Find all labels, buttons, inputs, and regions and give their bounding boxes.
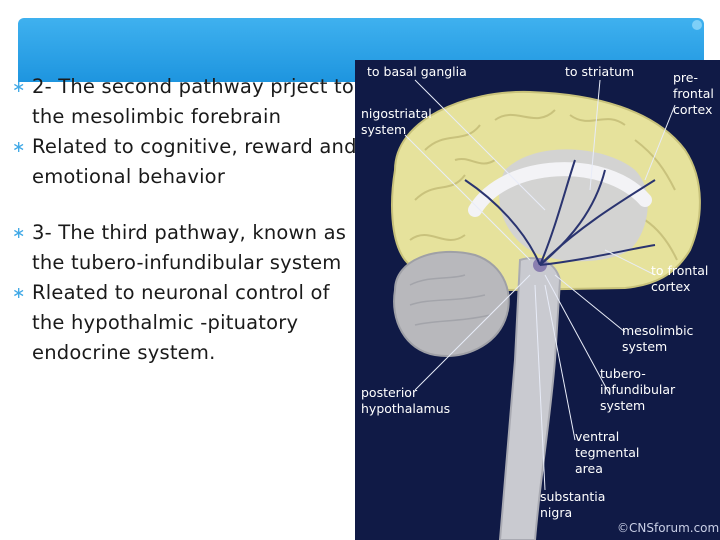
- asterisk-bullet-icon: ∗: [12, 137, 26, 156]
- label-mesolimbic-1: mesolimbic: [622, 323, 694, 338]
- bullet-text: 2- The second pathway prject to the meso…: [32, 75, 354, 128]
- bullet-text: 3- The third pathway, known as the tuber…: [32, 221, 347, 274]
- label-prefrontal-3: cortex: [673, 102, 712, 117]
- label-to-frontal-cortex-2: cortex: [651, 279, 690, 294]
- gyri-texture: [409, 109, 678, 261]
- label-nigostriatal-1: nigostriatal: [361, 106, 432, 121]
- bullet-text: Related to cognitive, reward and emotion…: [32, 135, 357, 188]
- asterisk-bullet-icon: ∗: [12, 77, 26, 96]
- label-tubero-1: tubero-: [600, 366, 646, 381]
- bullet-text: Rleated to neuronal control of the hypot…: [32, 281, 330, 364]
- label-tubero-2: infundibular: [600, 382, 676, 397]
- bullet-item: ∗ 2- The second pathway prject to the mes…: [8, 72, 358, 132]
- bullet-list: ∗ 2- The second pathway prject to the mes…: [8, 72, 358, 368]
- brainstem-shape: [498, 257, 562, 540]
- label-ventral-1: ventral: [575, 429, 619, 444]
- bullet-item: ∗ Related to cognitive, reward and emotio…: [8, 132, 358, 192]
- asterisk-bullet-icon: ∗: [12, 223, 26, 242]
- bullet-item: ∗ 3- The third pathway, known as the tub…: [8, 218, 358, 278]
- brain-pathway-figure: to basal ganglia to striatum pre- fronta…: [355, 60, 720, 540]
- asterisk-bullet-icon: ∗: [12, 283, 26, 302]
- label-to-basal-ganglia: to basal ganglia: [367, 64, 467, 79]
- dopamine-pathways: [464, 159, 656, 266]
- brain-diagram: to basal ganglia to striatum pre- fronta…: [361, 64, 719, 540]
- label-posterior-2: hypothalamus: [361, 401, 450, 416]
- label-to-frontal-cortex-1: to frontal: [651, 263, 708, 278]
- label-nigostriatal-2: system: [361, 122, 406, 137]
- label-mesolimbic-2: system: [622, 339, 667, 354]
- figure-credit: ©CNSforum.com: [617, 521, 719, 535]
- bullet-item: ∗ Rleated to neuronal control of the hypo…: [8, 278, 358, 368]
- label-ventral-2: tegmental: [575, 445, 639, 460]
- label-leaders: [404, 79, 676, 491]
- label-substantia-1: substantia: [540, 489, 605, 504]
- corpus-callosum: [468, 162, 652, 217]
- label-posterior-1: posterior: [361, 385, 418, 400]
- label-substantia-2: nigra: [540, 505, 572, 520]
- banner-decoration: [692, 20, 702, 30]
- cerebellum-shape: [393, 250, 510, 357]
- label-to-striatum: to striatum: [565, 64, 634, 79]
- label-prefrontal-1: pre-: [673, 70, 698, 85]
- label-tubero-3: system: [600, 398, 645, 413]
- label-prefrontal-2: frontal: [673, 86, 714, 101]
- label-ventral-3: area: [575, 461, 603, 476]
- cerebellum-texture: [409, 274, 491, 326]
